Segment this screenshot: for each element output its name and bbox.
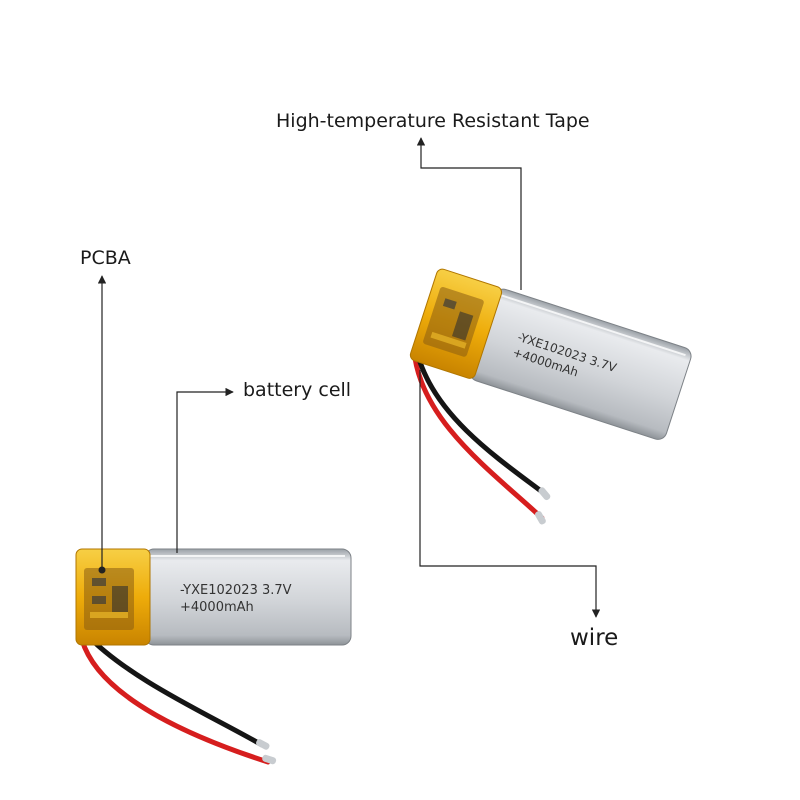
pcba-pointer-dot: [98, 566, 106, 574]
red-wire-right: [411, 347, 545, 521]
wire-pointer-line: [419, 370, 601, 618]
tape-label: High-temperature Resistant Tape: [276, 110, 590, 132]
red-wire-left: [79, 637, 271, 765]
cell-capacity-text-left: +4000mAh: [180, 600, 254, 615]
cell-pointer-line: [176, 387, 234, 553]
red-wire-tip-left: [262, 754, 277, 765]
pcba-label: PCBA: [80, 247, 131, 269]
battery-right: -YXE102023 3.7V +4000mAh: [409, 268, 692, 525]
black-wire-tip-left: [255, 739, 270, 750]
cell-body-right: [469, 288, 692, 440]
battery-cell-label: battery cell: [243, 379, 352, 401]
cell-model-text-left: -YXE102023 3.7V: [180, 583, 292, 598]
black-wire-left: [83, 631, 265, 748]
black-wire-right: [417, 359, 548, 497]
tape-pointer-line: [416, 137, 522, 290]
battery-left: -YXE102023 3.7V +4000mAh: [75, 548, 352, 765]
black-wire-tip-right: [538, 487, 551, 501]
wire-label: wire: [570, 625, 619, 651]
red-wire-tip-right: [535, 511, 546, 525]
